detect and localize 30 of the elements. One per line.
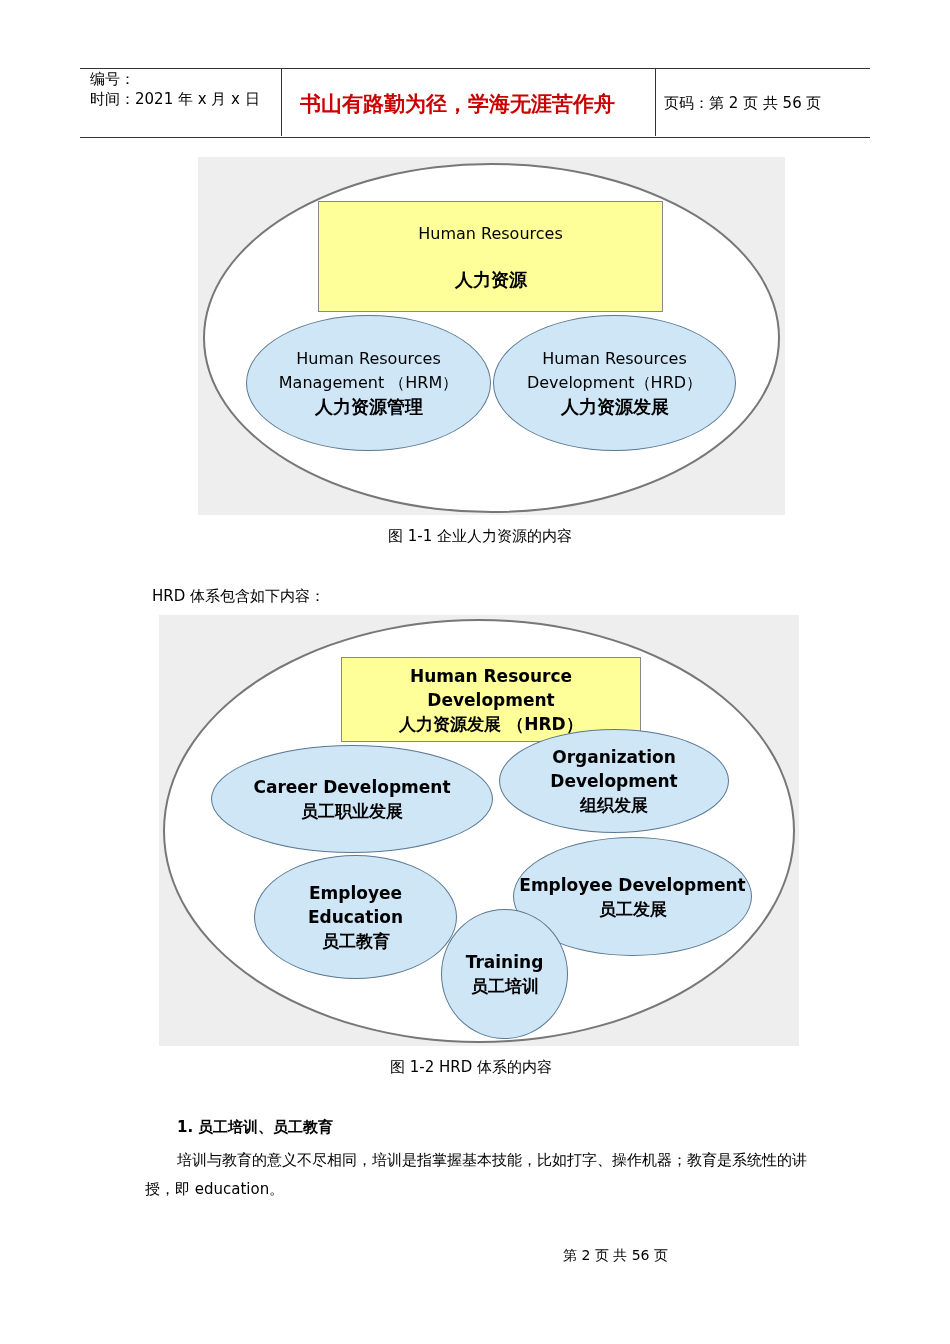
node-text: 人力资源发展 （HRD） bbox=[398, 712, 584, 736]
node-text: Training bbox=[464, 951, 545, 974]
node-text: Human Resources Management （HRM） bbox=[277, 348, 460, 394]
node-text: 组织发展 bbox=[579, 794, 649, 817]
node-text: 员工职业发展 bbox=[300, 800, 404, 823]
figure-caption: 图 1-2 HRD 体系的内容 bbox=[390, 1058, 553, 1077]
body-paragraph: 培训与教育的意义不尽相同，培训是指掌握基本技能，比如打字、操作机器；教育是系统性的讲授，即 education。 bbox=[145, 1150, 808, 1200]
section-heading: 1. 员工培训、员工教育 bbox=[177, 1118, 334, 1137]
node-text: 人力资源发展 bbox=[559, 395, 670, 419]
node-text: Human Resource Development bbox=[408, 664, 574, 712]
date-label: 时间：2021 年 x 月 x 日 bbox=[90, 90, 260, 109]
node-text: Employee Development bbox=[518, 873, 747, 897]
serial-label: 编号： bbox=[90, 70, 135, 89]
body-text: HRD 体系包含如下内容： bbox=[152, 587, 326, 606]
node-text: 人力资源 bbox=[453, 267, 528, 292]
node-text: Career Development bbox=[252, 776, 452, 799]
node-text: 人力资源管理 bbox=[313, 395, 424, 419]
page-number: 页码：第 2 页 共 56 页 bbox=[664, 94, 822, 113]
node-text: Human Resources Development（HRD） bbox=[525, 348, 704, 394]
node-text: 员工培训 bbox=[469, 975, 540, 998]
node-text: Organization Development bbox=[549, 746, 679, 793]
figure-caption: 图 1-1 企业人力资源的内容 bbox=[388, 527, 573, 546]
node-text: Employee Education bbox=[306, 882, 405, 929]
node-text: 员工教育 bbox=[320, 930, 391, 953]
box bbox=[341, 657, 641, 742]
box bbox=[318, 201, 663, 312]
node-text: 员工发展 bbox=[597, 897, 668, 921]
page-footer: 第 2 页 共 56 页 bbox=[563, 1247, 668, 1265]
node-text: Human Resources bbox=[417, 222, 564, 245]
motto-text: 书山有路勤为径，学海无涯苦作舟 bbox=[300, 91, 615, 118]
